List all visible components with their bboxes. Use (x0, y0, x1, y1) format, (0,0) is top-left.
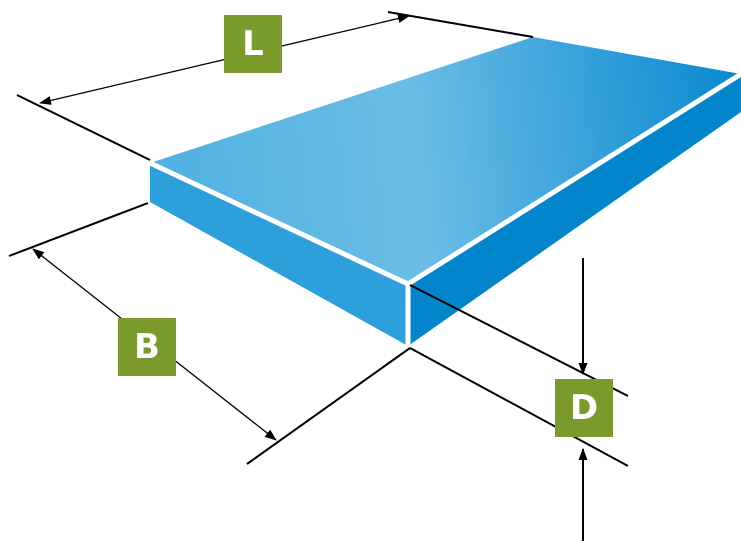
depth-extension-line-bottom (409, 347, 629, 467)
length-extension-line-right (387, 11, 534, 38)
breadth-extension-line-bottom (246, 347, 411, 465)
slab-front-face (150, 163, 408, 346)
depth-dimension (409, 258, 629, 541)
depth-extension-line-top (409, 284, 629, 397)
breadth-label: B (118, 318, 176, 376)
slab-side-face (408, 74, 741, 346)
breadth-extension-line-top (8, 202, 149, 257)
depth-label: D (555, 379, 613, 437)
slab (148, 37, 741, 346)
length-label: L (224, 15, 282, 73)
length-extension-line-left (16, 94, 151, 161)
slab-top-face (150, 37, 741, 284)
